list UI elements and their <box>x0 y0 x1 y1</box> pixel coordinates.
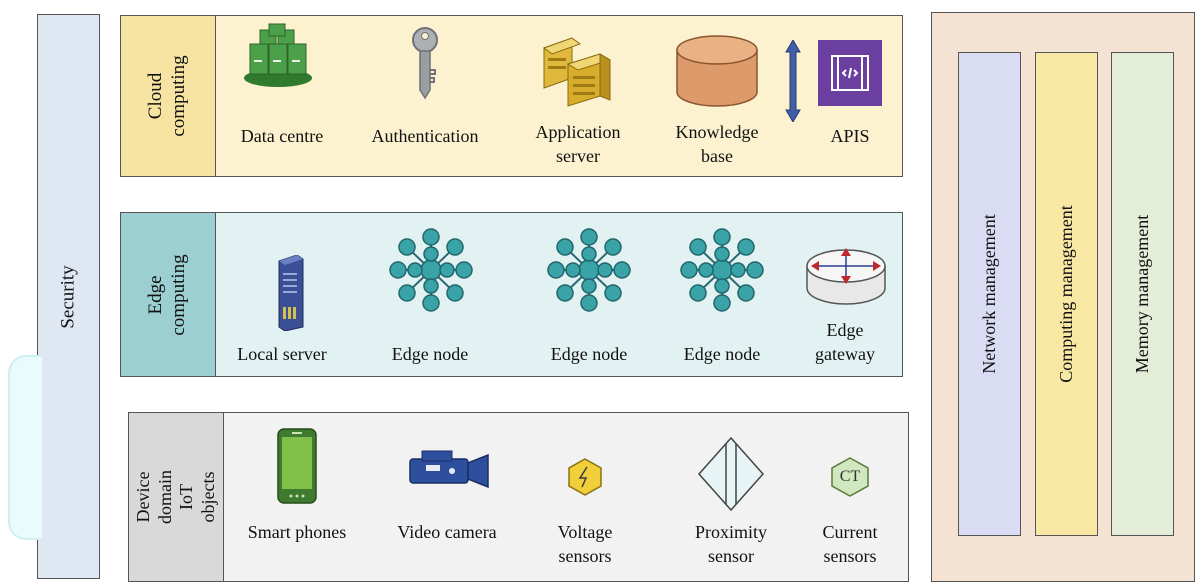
computing-management-box: Computing management <box>1035 52 1098 536</box>
voltage-sensor-icon <box>568 458 602 496</box>
network-management-box: Network management <box>958 52 1021 536</box>
edge-layer <box>120 212 903 377</box>
decorative-bracket <box>8 355 42 540</box>
security-column: Security <box>37 14 100 579</box>
device-item-label: Current sensors <box>822 522 878 566</box>
device-title-box: Device domain IoT objects <box>128 412 224 582</box>
video-camera-icon <box>409 450 489 489</box>
api-icon <box>818 40 882 106</box>
cloud-title: Cloud computing <box>145 55 189 137</box>
edge-title: Edge computing <box>145 253 189 336</box>
smartphone-icon <box>277 428 317 504</box>
memory-management-label: Memory management <box>1131 214 1152 374</box>
network-management-label: Network management <box>978 214 999 374</box>
ct-label: CT <box>839 468 861 485</box>
cloud-item-label: Authentication <box>371 126 479 146</box>
server-tower-icon <box>278 255 304 331</box>
cloud-item-label: APIS <box>830 126 870 146</box>
device-item-label: Smart phones <box>247 522 347 542</box>
edge-item-label: Edge gateway <box>815 320 875 364</box>
computing-management-label: Computing management <box>1055 205 1076 383</box>
device-item-label: Video camera <box>397 522 497 542</box>
security-label: Security <box>57 264 79 329</box>
proximity-sensor-icon <box>697 436 765 512</box>
memory-management-box: Memory management <box>1111 52 1174 536</box>
device-item-label: Voltage sensors <box>557 522 613 566</box>
device-item-label: Proximity sensor <box>694 522 767 566</box>
cloud-layer <box>120 15 903 177</box>
device-title: Device domain IoT objects <box>132 470 218 524</box>
key-icon <box>412 27 438 100</box>
data-centre-icon <box>244 23 312 87</box>
cloud-item-label: Data centre <box>240 126 324 146</box>
device-layer <box>128 412 909 582</box>
cloud-title-box: Cloud computing <box>120 15 216 177</box>
edge-item-label: Edge node <box>391 344 469 364</box>
network-node-icon <box>680 228 764 312</box>
edge-item-label: Edge node <box>683 344 761 364</box>
database-cylinder-icon <box>676 35 758 107</box>
cloud-item-label: Knowledge base <box>675 122 759 166</box>
cloud-item-label: Application server <box>535 122 621 166</box>
network-node-icon <box>389 228 473 312</box>
gateway-icon <box>806 248 886 305</box>
current-sensor-icon: CT <box>830 456 870 498</box>
double-arrow-icon <box>785 40 801 122</box>
network-node-icon <box>547 228 631 312</box>
edge-item-label: Edge node <box>550 344 628 364</box>
application-server-icon <box>542 37 612 107</box>
edge-title-box: Edge computing <box>120 212 216 377</box>
edge-item-label: Local server <box>237 344 327 364</box>
